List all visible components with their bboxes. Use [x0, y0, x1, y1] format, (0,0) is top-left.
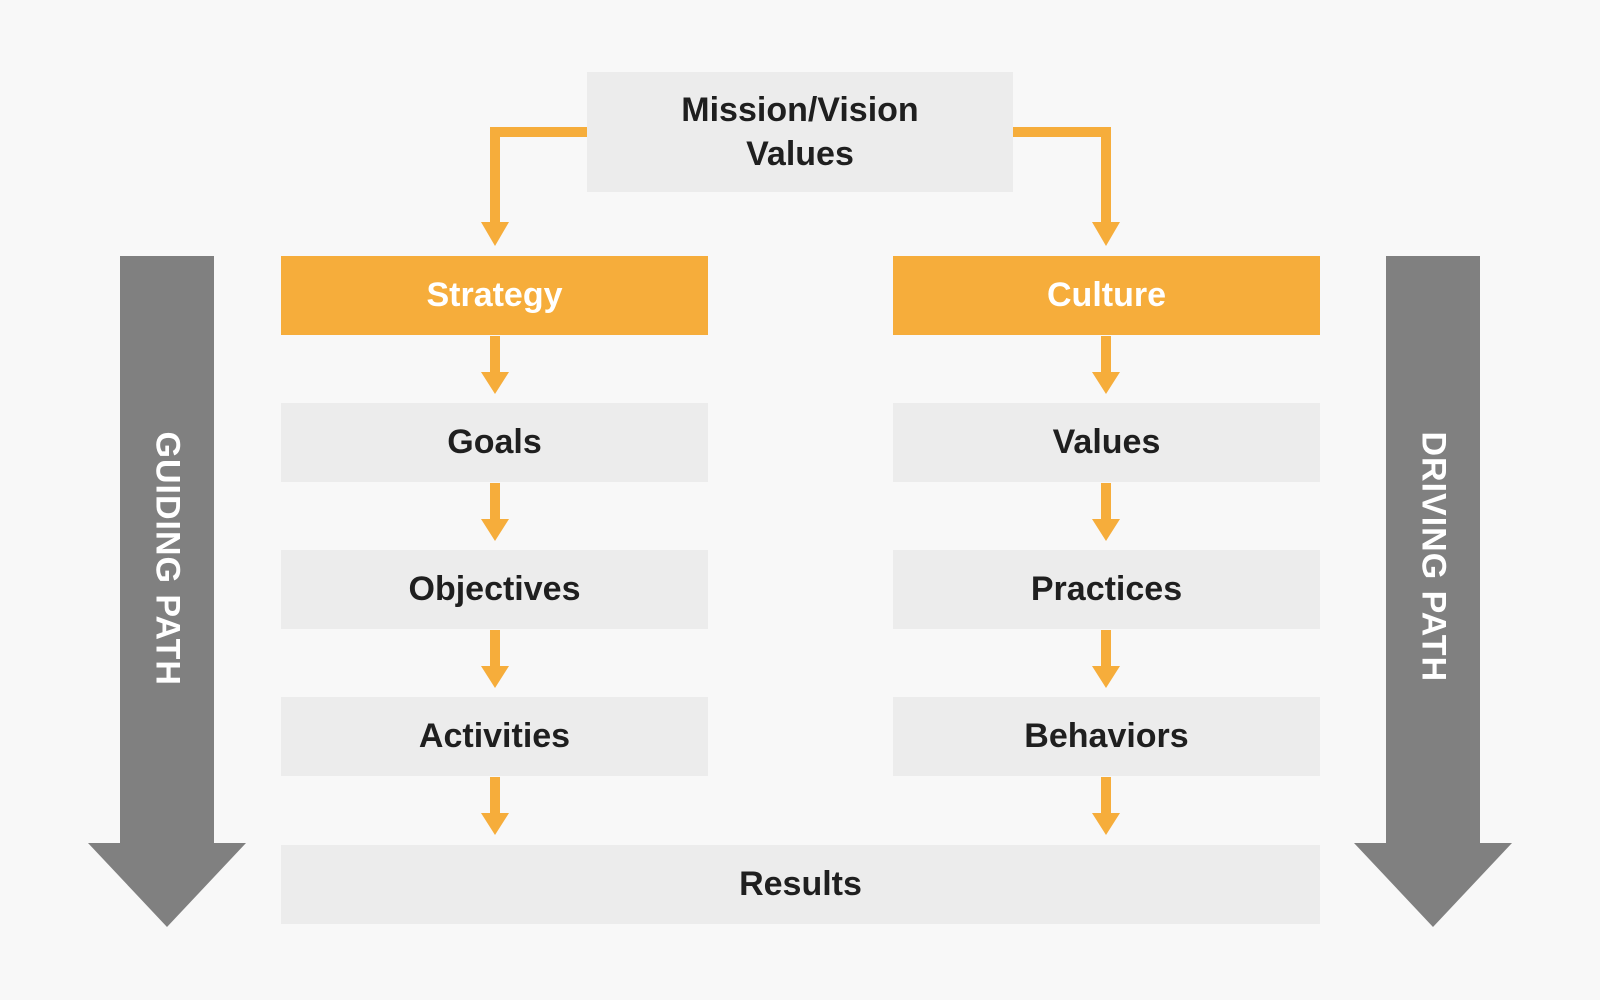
mission-to-strategy-connector: [490, 127, 587, 226]
objectives-box: Objectives: [281, 550, 708, 629]
practices-box: Practices: [893, 550, 1320, 629]
culture-header: Culture: [893, 256, 1320, 335]
activities-box: Activities: [281, 697, 708, 776]
driving-path-arrow: [1354, 256, 1512, 927]
mission-vision-label: Mission/Vision: [681, 91, 919, 129]
strategy-header: Strategy: [281, 256, 708, 335]
top-values-label: Values: [746, 135, 854, 173]
guiding-path-label: GUIDING PATH: [148, 431, 187, 686]
mission-to-culture-arrowhead: [1092, 222, 1120, 246]
mission-vision-values-box: Mission/Vision Values: [587, 72, 1013, 192]
behaviors-box: Behaviors: [893, 697, 1320, 776]
goals-box: Goals: [281, 403, 708, 482]
values-box: Values: [893, 403, 1320, 482]
culture-column-arrows: [1092, 336, 1120, 835]
driving-path-label: DRIVING PATH: [1414, 431, 1453, 683]
mission-to-strategy-arrowhead: [481, 222, 509, 246]
guiding-path-arrow: [88, 256, 246, 927]
strategy-column-arrows: [481, 336, 509, 835]
mission-to-culture-connector: [1013, 127, 1111, 226]
results-box: Results: [281, 845, 1320, 924]
